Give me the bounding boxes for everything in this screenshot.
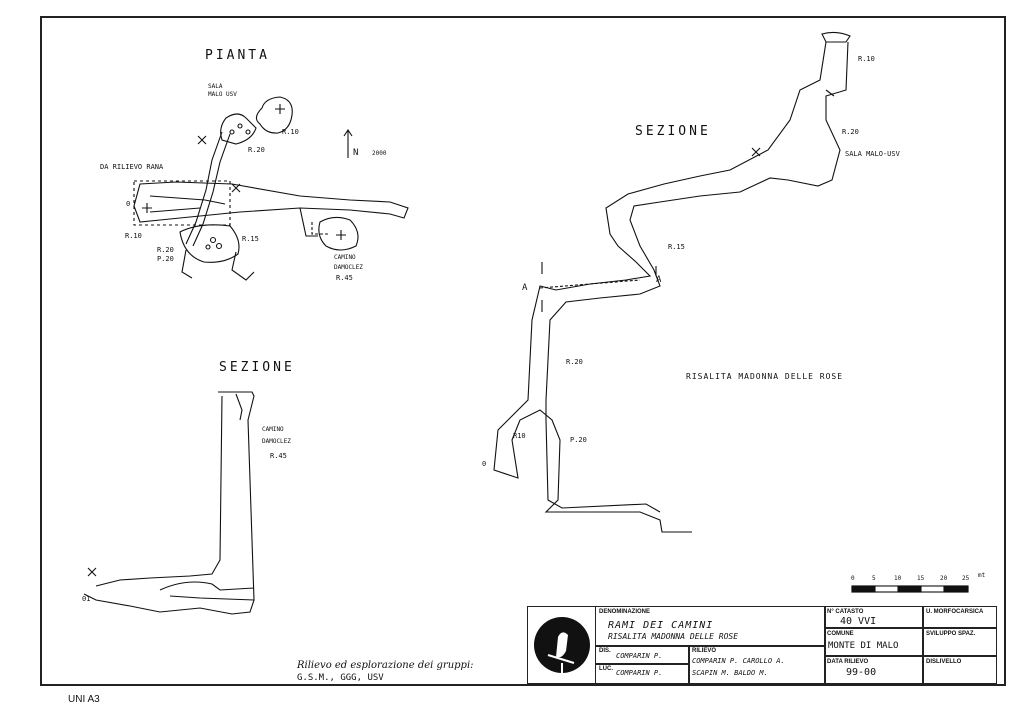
sec-r15: R.15 xyxy=(668,243,685,251)
rilievo-line2: SCAPIN M. BALDO M. xyxy=(692,669,768,677)
denominazione-line1: RAMI DEI CAMINI xyxy=(608,620,714,631)
sec-r20: R.20 xyxy=(842,128,859,136)
scale-tick-20: 20 xyxy=(940,575,948,582)
sec-zero: 0 xyxy=(482,460,487,468)
drawing-frame xyxy=(40,16,1006,686)
sec-a-right: A xyxy=(656,275,662,285)
sec-r10: R.10 xyxy=(858,55,875,63)
plan-r15: R.15 xyxy=(242,235,259,243)
title-block: DENOMINAZIONE RAMI DEI CAMINI RISALITA M… xyxy=(527,606,997,684)
dis-value: COMPARIN P. xyxy=(616,652,663,660)
scale-tick-0: 0 xyxy=(851,575,855,582)
scale-bar xyxy=(851,585,969,593)
plan-r45: R.45 xyxy=(336,274,353,282)
denominazione-line2: RISALITA MADONNA DELLE ROSE xyxy=(608,632,739,641)
dislivello-label: DISLIVELLO xyxy=(926,659,962,665)
sala-label: SALA xyxy=(208,83,223,90)
bottom-zero: 01 xyxy=(82,595,91,603)
data-rilievo-label: DATA RILIEVO xyxy=(827,659,869,665)
logo-cell xyxy=(528,607,596,683)
group-logo xyxy=(534,617,590,673)
scale-tick-5: 5 xyxy=(872,575,876,582)
section-title-main: SEZIONE xyxy=(635,124,711,139)
bottom-r45: R.45 xyxy=(270,452,287,460)
da-rilievo-label: DA RILIEVO RANA xyxy=(100,163,164,171)
catasto-value: 40 VVI xyxy=(840,616,877,627)
sviluppo-label: SVILUPPO SPAZ. xyxy=(926,631,976,637)
plan-p20: P.20 xyxy=(157,255,174,263)
plan-zero: 0 xyxy=(126,200,131,208)
morfocarsica-label: U. MORFOCARSICA xyxy=(926,609,984,615)
sec-r10-low: R10 xyxy=(513,432,526,440)
credits-line1: Rilievo ed esplorazione dei gruppi: xyxy=(297,660,474,671)
paper-format-stamp: UNI A3 xyxy=(68,694,100,705)
malo-usv-label: MALO USV xyxy=(208,91,237,98)
section-profile-bottom xyxy=(83,391,255,615)
sec-p20: P.20 xyxy=(570,436,587,444)
plan-r10-top: R.10 xyxy=(282,128,299,136)
plan-map xyxy=(133,96,409,281)
bottom-damocle: DAMOCLEZ xyxy=(262,438,291,445)
north-label: N xyxy=(353,148,359,158)
plan-r10-left: R.10 xyxy=(125,232,142,240)
rilievo-label: RILIEVO xyxy=(692,648,717,654)
sec-r20-low: R.20 xyxy=(566,358,583,366)
rilievo-line1: COMPARIN P. CAROLLO A. xyxy=(692,657,785,665)
section-title-bottom: SEZIONE xyxy=(219,360,295,375)
comune-label: COMUNE xyxy=(827,631,854,637)
luc-label: LUC. xyxy=(599,666,613,672)
denominazione-label: DENOMINAZIONE xyxy=(599,609,650,615)
scale-unit: mt xyxy=(978,572,986,579)
plan-r20-top: R.20 xyxy=(248,146,265,154)
comune-value: MONTE DI MALO xyxy=(828,641,899,651)
sec-sala-malo: SALA MALO-USV xyxy=(845,150,900,158)
scale-tick-15: 15 xyxy=(917,575,925,582)
catasto-label: N° CATASTO xyxy=(827,609,864,615)
credits-line2: G.S.M., GGG, USV xyxy=(297,673,384,683)
data-rilievo-value: 99-00 xyxy=(846,667,877,678)
sec-a-left: A xyxy=(522,283,528,293)
section-profile-main xyxy=(493,31,851,533)
risalita-label: RISALITA MADONNA DELLE ROSE xyxy=(686,372,844,381)
scale-tick-10: 10 xyxy=(894,575,902,582)
dis-label: DIS. xyxy=(599,648,611,654)
plan-r20-left: R.20 xyxy=(157,246,174,254)
bottom-camino: CAMINO xyxy=(262,426,284,433)
plan-title: PIANTA xyxy=(205,48,270,63)
plan-damocle: DAMOCLEZ xyxy=(334,264,363,271)
north-year: 2000 xyxy=(372,150,387,157)
scale-tick-25: 25 xyxy=(962,575,970,582)
plan-camino: CAMINO xyxy=(334,254,356,261)
luc-value: COMPARIN P. xyxy=(616,669,663,677)
